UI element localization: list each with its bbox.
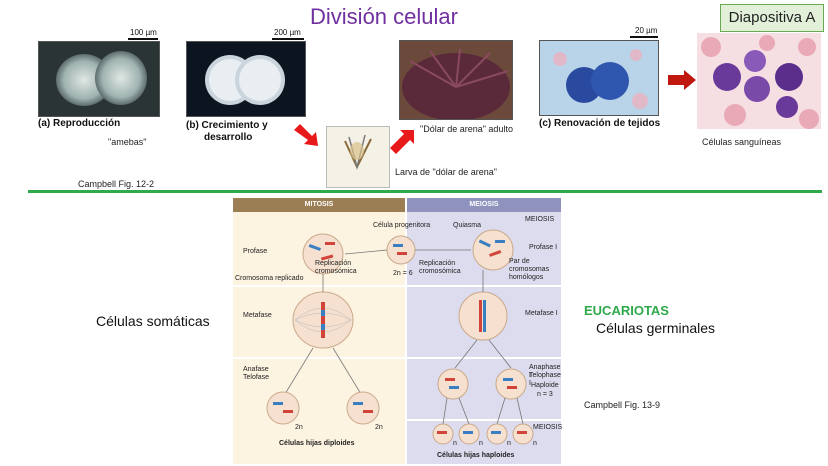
mitosis-meiosis-diagram: MITOSIS MEIOSIS xyxy=(233,198,563,464)
n-b-label: n xyxy=(479,440,483,447)
campbell-bottom: Campbell Fig. 13-9 xyxy=(584,400,661,410)
replicated-chromosome-label: Cromosoma replicado xyxy=(235,275,304,282)
blood-label: Células sanguíneas xyxy=(702,137,782,147)
campbell-top: Campbell Fig. 12-2 xyxy=(78,179,155,189)
scale-label-a: 100 µm xyxy=(130,28,157,37)
eukaryotes-label: EUCARIOTAS xyxy=(584,303,669,318)
arrow-down-right-icon xyxy=(294,124,318,146)
embryo-photo xyxy=(186,41,306,117)
meiosis-tag-2: MEIOSIS xyxy=(533,424,563,431)
larva-label: Larva de "dólar de arena" xyxy=(395,167,497,177)
two-n-a-label: 2n xyxy=(295,424,303,431)
parent-cell-label: Célula progenitora xyxy=(373,222,431,229)
two-n-label: 2n = 6 xyxy=(393,270,413,277)
prophase-label: Profase xyxy=(243,248,268,255)
blood-cells-photo xyxy=(697,33,821,129)
meiosis-header: MEIOSIS xyxy=(407,198,561,212)
n-c-label: n xyxy=(507,440,511,447)
mitosis-header: MITOSIS xyxy=(233,198,405,212)
amoeba-note: "amebas" xyxy=(108,137,147,147)
slide-badge: Diapositiva A xyxy=(720,4,824,32)
n3-label: n = 3 xyxy=(537,391,553,398)
germinal-label: Células germinales xyxy=(596,320,716,336)
homolog-pair-label: Par de cromosomas homólogos xyxy=(509,258,550,281)
two-n-b-label: 2n xyxy=(375,424,383,431)
scale-bar-c xyxy=(630,36,658,38)
n-a-label: n xyxy=(453,440,457,447)
diagram-graphics xyxy=(233,229,561,445)
larva-photo xyxy=(326,126,390,188)
chiasma-label: Quiasma xyxy=(453,222,482,229)
somatic-label: Células somáticas xyxy=(96,313,210,329)
meiosis-tag: MEIOSIS xyxy=(525,216,555,223)
haploid-label: Haploide xyxy=(531,382,559,389)
scale-bar-b xyxy=(272,38,304,40)
caption-a: (a) Reproducción xyxy=(38,118,121,129)
telophase-i-label: Telophase I xyxy=(529,372,561,387)
tissue-photo xyxy=(539,40,659,116)
caption-c: (c) Renovación de tejidos xyxy=(539,118,661,129)
metaphase-i-label: Metafase I xyxy=(525,310,558,317)
replication-left-label: Replicación cromosómica xyxy=(315,260,357,275)
scale-bar-a xyxy=(128,38,158,40)
prophase-i-label: Profase I xyxy=(529,244,558,251)
amoeba-photo xyxy=(38,41,160,117)
n-d-label: n xyxy=(533,440,537,447)
page-title: División celular xyxy=(310,4,458,29)
sand-dollar-photo xyxy=(399,40,513,120)
haploid-daughters-label: Células hijas haploides xyxy=(437,452,515,459)
scale-label-b: 200 µm xyxy=(274,28,301,37)
divider-line xyxy=(28,190,822,193)
arrow-right-icon xyxy=(668,70,696,90)
scale-label-c: 20 µm xyxy=(635,26,658,35)
replication-right-label: Replicación cromosómica xyxy=(419,260,461,275)
caption-b-line1: (b) Crecimiento y xyxy=(186,120,268,131)
anaphase-i-label: Anaphase I xyxy=(529,364,561,379)
caption-b-line2: desarrollo xyxy=(204,132,253,143)
anaphase-label: Anafase xyxy=(243,366,269,373)
telophase-label: Telofase xyxy=(243,374,270,381)
adult-label: "Dólar de arena" adulto xyxy=(420,124,513,134)
metaphase-label: Metafase xyxy=(243,312,272,319)
diploid-daughters-label: Células hijas diploides xyxy=(279,440,355,447)
arrow-up-right-icon xyxy=(390,130,414,154)
